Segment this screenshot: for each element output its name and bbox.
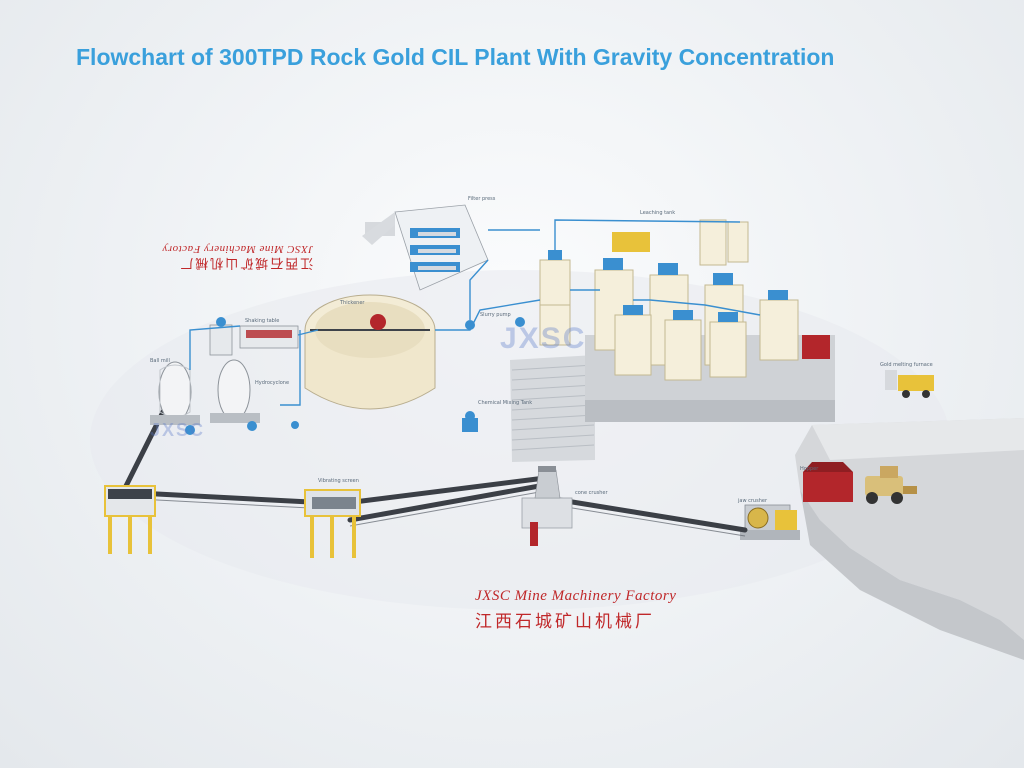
tag-hydrocyclone: Hydrocyclone bbox=[255, 380, 290, 386]
slurry-pumps bbox=[291, 317, 525, 429]
tag-filter-press: Filter press bbox=[468, 196, 496, 202]
desorption-electrolysis-unit bbox=[612, 232, 830, 359]
fine-ore-bin bbox=[104, 485, 156, 554]
cone-crusher bbox=[521, 466, 573, 546]
front-loader bbox=[865, 466, 917, 504]
conveyor-belts bbox=[122, 405, 748, 533]
conveyor-cone-to-screen bbox=[347, 482, 548, 523]
tag-slurry-pump: Slurry pump bbox=[480, 312, 511, 318]
shaking-table bbox=[239, 325, 299, 349]
tag-ball-mill: Ball mill bbox=[150, 358, 170, 364]
page-title: Flowchart of 300TPD Rock Gold CIL Plant … bbox=[76, 44, 835, 70]
filter-press bbox=[365, 204, 489, 291]
factory-name-english: JXSC Mine Machinery Factory bbox=[475, 588, 677, 604]
quarry-rock-mound bbox=[795, 418, 1024, 660]
mirrored-factory-label: 江西石城矿山机械厂 JXSC Mine Machinery Factory bbox=[162, 243, 313, 276]
gold-room-equipment bbox=[885, 370, 934, 398]
tag-shaking-table: Shaking table bbox=[245, 318, 280, 324]
watermark-left: JXSC bbox=[150, 420, 206, 440]
mirrored-factory-name-english: JXSC Mine Machinery Factory bbox=[162, 243, 314, 255]
raw-ore-hopper bbox=[803, 462, 853, 502]
jaw-crusher bbox=[740, 504, 800, 540]
conveyor-screen-to-bin bbox=[135, 490, 313, 505]
tag-jaw-crusher: jaw crusher bbox=[738, 498, 768, 504]
tag-leaching-tank: Leaching tank bbox=[640, 210, 676, 216]
tag-hopper: Hopper bbox=[800, 466, 819, 472]
tag-cone-crusher: cone crusher bbox=[575, 490, 608, 496]
factory-label: JXSC Mine Machinery Factory 江西石城矿山机械厂 bbox=[475, 588, 676, 632]
tag-thickener: Thickener bbox=[340, 300, 365, 306]
ball-mills bbox=[150, 359, 260, 435]
conveyor-jaw-to-cone bbox=[557, 497, 748, 533]
conveyor-screen-return bbox=[327, 475, 548, 508]
mirrored-factory-name-chinese: 江西石城矿山机械厂 bbox=[178, 255, 314, 270]
access-stairs-top bbox=[362, 212, 395, 245]
tag-chemical-mixing-tank: Chemical Mixing Tank bbox=[478, 400, 533, 406]
vibrating-screen bbox=[304, 489, 361, 558]
thickener bbox=[304, 294, 436, 410]
watermark-center: JXSC bbox=[500, 322, 587, 355]
tag-vibrating-screen: Vibrating screen bbox=[318, 478, 359, 484]
slurry-pipes bbox=[189, 219, 761, 406]
tank-agitators bbox=[548, 250, 788, 322]
tag-gold-melting-furnace: Gold melting furnace bbox=[880, 362, 933, 368]
leaching-tanks bbox=[539, 219, 799, 381]
factory-name-chinese: 江西石城矿山机械厂 bbox=[475, 612, 655, 632]
hydrocyclone bbox=[209, 317, 233, 356]
chemical-mixing-tank bbox=[462, 411, 478, 432]
